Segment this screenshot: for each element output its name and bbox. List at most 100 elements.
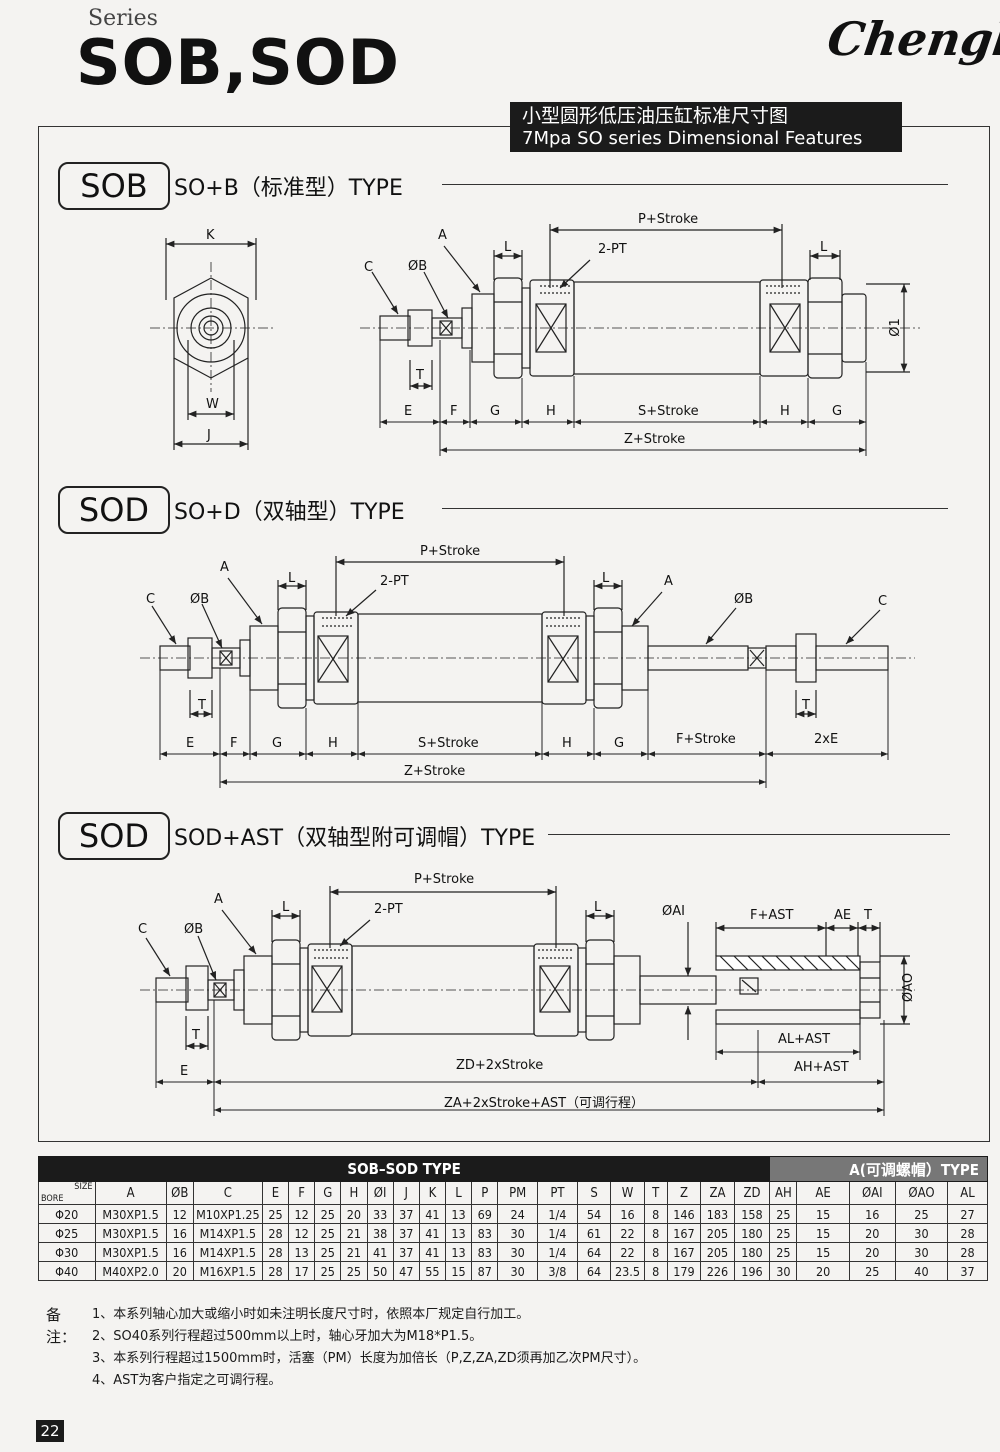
col-header: H <box>340 1181 368 1205</box>
table-cell: 20 <box>848 1242 896 1262</box>
dim-label: S+Stroke <box>638 404 699 419</box>
table-cell: 25 <box>769 1204 798 1224</box>
col-header: K <box>418 1181 446 1205</box>
table-title-row: SOB–SOD TYPE A(可调螺帽）TYPE <box>37 1156 988 1182</box>
page-number: 22 <box>36 1420 64 1442</box>
dim-label: F+Stroke <box>676 732 736 747</box>
dim-label: Z+Stroke <box>624 432 686 447</box>
table-cell: 25 <box>848 1261 896 1281</box>
sob-end-view <box>150 238 275 450</box>
table-cell: 28 <box>947 1223 988 1243</box>
section-badge: SOD <box>58 486 170 534</box>
dim-label: ZA+2xStroke+AST（可调行程） <box>444 1096 645 1111</box>
table-cell: 41 <box>366 1242 394 1262</box>
col-header: ØB <box>165 1181 194 1205</box>
section-sod: SOD SO+D（双轴型）TYPE <box>58 486 948 534</box>
table-cell: M16XP1.5 <box>192 1261 263 1281</box>
table-cell: 25 <box>314 1204 342 1224</box>
dim-label: K <box>206 228 215 243</box>
col-header: Z <box>666 1181 702 1205</box>
table-a-title: A(可调螺帽）TYPE <box>769 1156 988 1182</box>
dim-label: ØB <box>734 592 754 607</box>
table-cell: 20 <box>165 1261 194 1281</box>
table-cell: 167 <box>666 1242 702 1262</box>
section-title: SO+B（标准型）TYPE <box>174 176 403 201</box>
dim-label: Z+Stroke <box>404 764 466 779</box>
dim-label: AE <box>834 908 852 923</box>
table-cell: 179 <box>666 1261 702 1281</box>
dim-label: L <box>282 900 290 915</box>
table-cell: 37 <box>947 1261 988 1281</box>
dim-label: T <box>192 1028 200 1043</box>
table-cell: 41 <box>418 1204 446 1224</box>
table-cell: 17 <box>288 1261 316 1281</box>
col-header: AH <box>769 1181 798 1205</box>
banner-cn: 小型圆形低压油压缸标准尺寸图 <box>522 105 789 127</box>
section-rule <box>442 184 948 185</box>
section-title: SO+D（双轴型）TYPE <box>174 500 405 525</box>
col-header: G <box>314 1181 342 1205</box>
table-cell: 13 <box>288 1242 316 1262</box>
table-cell: 25 <box>769 1223 798 1243</box>
table-cell: 25 <box>340 1261 368 1281</box>
table-cell: 1/4 <box>537 1242 578 1262</box>
table-cell: 20 <box>796 1261 850 1281</box>
col-header: P <box>471 1181 499 1205</box>
dim-label: A <box>220 560 229 575</box>
table-cell: 23.5 <box>610 1261 645 1281</box>
table-cell: 64 <box>576 1261 612 1281</box>
table-cell: 20 <box>848 1223 896 1243</box>
table-cell: 167 <box>666 1223 702 1243</box>
table-cell: 83 <box>471 1223 499 1243</box>
table-cell: 87 <box>471 1261 499 1281</box>
dim-label: F+AST <box>750 908 794 923</box>
table-cell: 205 <box>700 1223 735 1243</box>
dim-label: 2-PT <box>380 574 409 589</box>
dim-label: L <box>594 900 602 915</box>
table-cell: 15 <box>796 1204 850 1224</box>
table-title: SOB–SOD TYPE <box>37 1156 771 1182</box>
col-header: E <box>261 1181 290 1205</box>
dim-label: A <box>214 892 223 907</box>
dim-label: ØB <box>190 592 210 607</box>
col-header: ZD <box>733 1181 771 1205</box>
table-cell: 47 <box>392 1261 420 1281</box>
dim-label: C <box>138 922 148 937</box>
dim-label: H <box>546 404 556 419</box>
dim-label: G <box>272 736 283 751</box>
dim-label: ØAI <box>662 904 685 919</box>
dim-label: F <box>450 404 458 419</box>
table-cell: 13 <box>444 1204 473 1224</box>
section-sob: SOB SO+B（标准型）TYPE <box>58 162 948 210</box>
dim-label: T <box>802 698 810 713</box>
col-header: J <box>392 1181 420 1205</box>
table-cell: 3/8 <box>537 1261 578 1281</box>
table-cell: 28 <box>261 1261 290 1281</box>
table-cell: 15 <box>796 1242 850 1262</box>
sod-side-view <box>140 556 915 788</box>
table-cell: 50 <box>366 1261 394 1281</box>
table-cell: 1/4 <box>537 1223 578 1243</box>
dim-label: S+Stroke <box>418 736 479 751</box>
dim-label: ØAO <box>901 972 917 1003</box>
table-cell: 16 <box>165 1242 194 1262</box>
table-cell: 69 <box>471 1204 499 1224</box>
col-header: A <box>94 1181 167 1205</box>
title-banner: 小型圆形低压油压缸标准尺寸图 7Mpa SO series Dimensiona… <box>510 102 902 152</box>
dim-label: H <box>780 404 790 419</box>
dim-label: H <box>562 736 572 751</box>
notes-list: 1、本系列轴心加大或缩小时如未注明长度尺寸时，依照本厂规定自行加工。 2、SO4… <box>92 1304 792 1392</box>
table-cell: 158 <box>733 1204 771 1224</box>
col-header: S <box>576 1181 612 1205</box>
table-cell: 183 <box>700 1204 735 1224</box>
dim-label: J <box>207 428 211 443</box>
col-header: L <box>444 1181 473 1205</box>
col-header: PT <box>537 1181 578 1205</box>
sob-side-view <box>360 224 920 456</box>
table-cell: 20 <box>340 1204 368 1224</box>
table-cell: 27 <box>947 1204 988 1224</box>
page-title: SOB,SOD <box>76 26 400 99</box>
dim-label: L <box>602 571 610 586</box>
dim-label: 2-PT <box>598 242 627 257</box>
